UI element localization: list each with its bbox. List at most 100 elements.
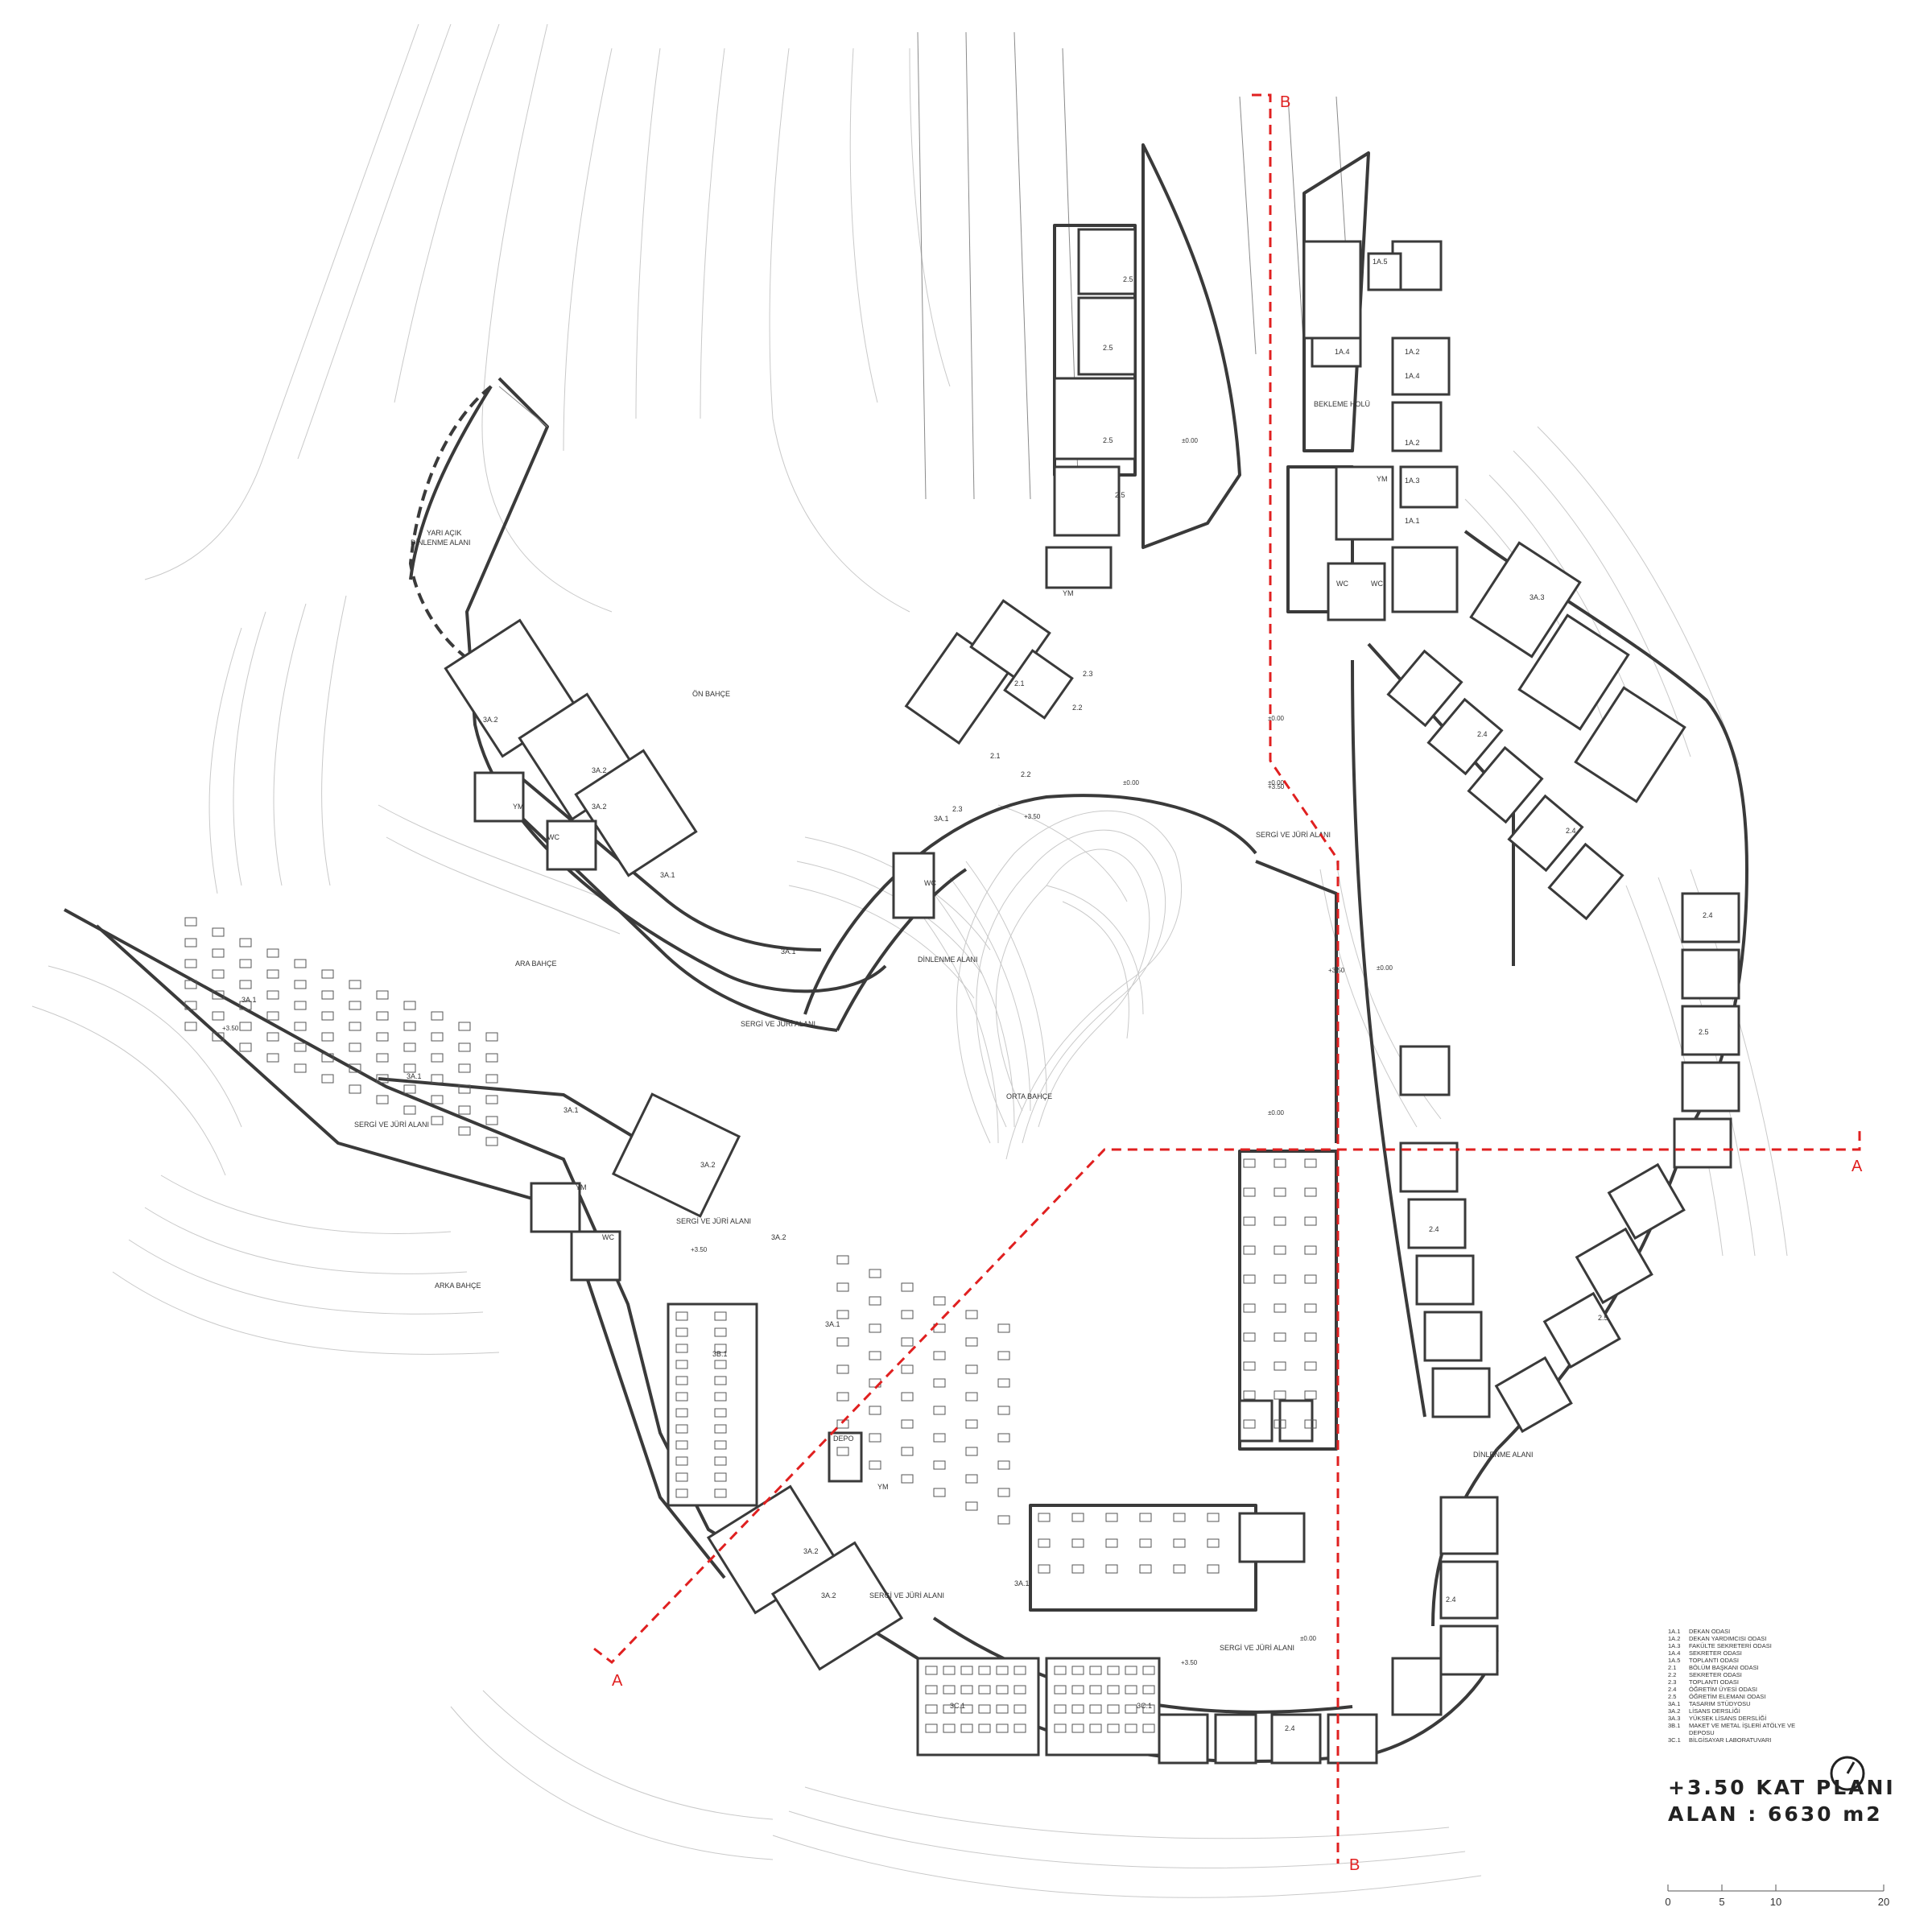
desk — [212, 1011, 225, 1021]
desk — [239, 1022, 252, 1031]
desk — [925, 1704, 938, 1714]
legend-code: 2.1 — [1668, 1664, 1677, 1671]
legend-name: DEKAN YARDIMCISI ODASI — [1689, 1635, 1767, 1642]
room-label: WC — [1371, 580, 1383, 588]
desk — [836, 1310, 849, 1319]
desk — [1304, 1158, 1317, 1168]
desk — [1107, 1685, 1120, 1695]
desk — [376, 1074, 389, 1084]
desk — [901, 1337, 914, 1347]
desk — [960, 1704, 973, 1714]
desk — [965, 1310, 978, 1319]
desk — [997, 1433, 1010, 1443]
room-label: 1A.5 — [1373, 258, 1388, 266]
room-label: 3C.1 — [950, 1702, 965, 1710]
desk — [266, 948, 279, 958]
elevation-label: ±0.00 — [1182, 437, 1199, 444]
room-label: 3A.1 — [1014, 1579, 1030, 1587]
desk — [321, 1011, 334, 1021]
desk — [321, 1053, 334, 1063]
desk — [675, 1440, 688, 1450]
desk — [376, 1095, 389, 1104]
desk — [212, 948, 225, 958]
desk — [294, 1022, 307, 1031]
desk — [321, 1074, 334, 1084]
room-labels: 1A.5 1A.4 1A.2 1A.4 1A.2 1A.3 1A.1 BEKLE… — [242, 258, 1713, 1732]
room-label: ÖN BAHÇE — [692, 690, 730, 698]
legend-code: 2.3 — [1668, 1678, 1677, 1686]
desk — [403, 1063, 416, 1073]
desk — [1125, 1724, 1137, 1733]
desk — [714, 1360, 727, 1369]
desk — [1173, 1513, 1186, 1522]
desk — [997, 1351, 1010, 1360]
desk — [1243, 1158, 1256, 1168]
desk — [1304, 1274, 1317, 1284]
room-label: 3B.1 — [712, 1350, 728, 1358]
plan-title: +3.50 KAT PLANI — [1668, 1776, 1896, 1799]
desk — [1243, 1274, 1256, 1284]
scale-tick-label: 20 — [1877, 1896, 1890, 1908]
desk — [675, 1456, 688, 1466]
room-label: 2.4 — [1566, 827, 1576, 835]
desk — [458, 1022, 471, 1031]
desk — [1304, 1390, 1317, 1400]
desk — [1139, 1538, 1152, 1548]
room-label: 2.4 — [1446, 1596, 1456, 1604]
desk — [266, 1032, 279, 1042]
desk — [1038, 1513, 1051, 1522]
desk — [431, 1074, 444, 1084]
section-label-a: A — [1852, 1158, 1863, 1175]
room-label: ARA BAHÇE — [515, 960, 557, 968]
room-label: 2.5 — [1103, 344, 1113, 352]
desk — [996, 1666, 1009, 1675]
legend-code: 3A.1 — [1668, 1700, 1681, 1707]
desk — [184, 938, 197, 947]
desk — [675, 1311, 688, 1321]
desk — [901, 1392, 914, 1402]
desk — [933, 1351, 946, 1360]
desk — [675, 1392, 688, 1402]
desk — [485, 1137, 498, 1146]
desk — [996, 1724, 1009, 1733]
desk — [266, 990, 279, 1000]
room-label: 2.4 — [1477, 730, 1488, 738]
room-label: 3A.1 — [660, 871, 675, 879]
desk — [943, 1666, 956, 1675]
desk — [978, 1685, 991, 1695]
room-label: 2.4 — [1703, 911, 1713, 919]
desk — [212, 927, 225, 937]
desk — [1243, 1303, 1256, 1313]
desk — [1274, 1187, 1286, 1197]
room-label: DİNLENME ALANI — [1473, 1451, 1534, 1459]
terrain-contours — [31, 23, 1788, 1898]
legend-code: 1A.1 — [1668, 1628, 1681, 1635]
room-label: 3A.2 — [700, 1161, 716, 1169]
desk — [485, 1095, 498, 1104]
desk — [714, 1456, 727, 1466]
room-label: SERGİ VE JÜRİ ALANI — [1220, 1644, 1294, 1652]
elevation-label: +3.50 — [691, 1246, 708, 1253]
desk — [1071, 1666, 1084, 1675]
desk — [901, 1474, 914, 1484]
room-label: YM — [576, 1183, 587, 1191]
desk — [321, 990, 334, 1000]
desk — [349, 1063, 361, 1073]
desk — [1054, 1704, 1067, 1714]
section-lines: B B A A — [593, 93, 1863, 1874]
desk — [925, 1724, 938, 1733]
desk — [1125, 1704, 1137, 1714]
desk — [1274, 1245, 1286, 1255]
desk — [1207, 1513, 1220, 1522]
room-label: YM — [1377, 475, 1388, 483]
desk — [1054, 1666, 1067, 1675]
desk — [933, 1378, 946, 1388]
desk — [321, 1032, 334, 1042]
room-label: 2.5 — [1103, 436, 1113, 444]
desk — [1139, 1564, 1152, 1574]
